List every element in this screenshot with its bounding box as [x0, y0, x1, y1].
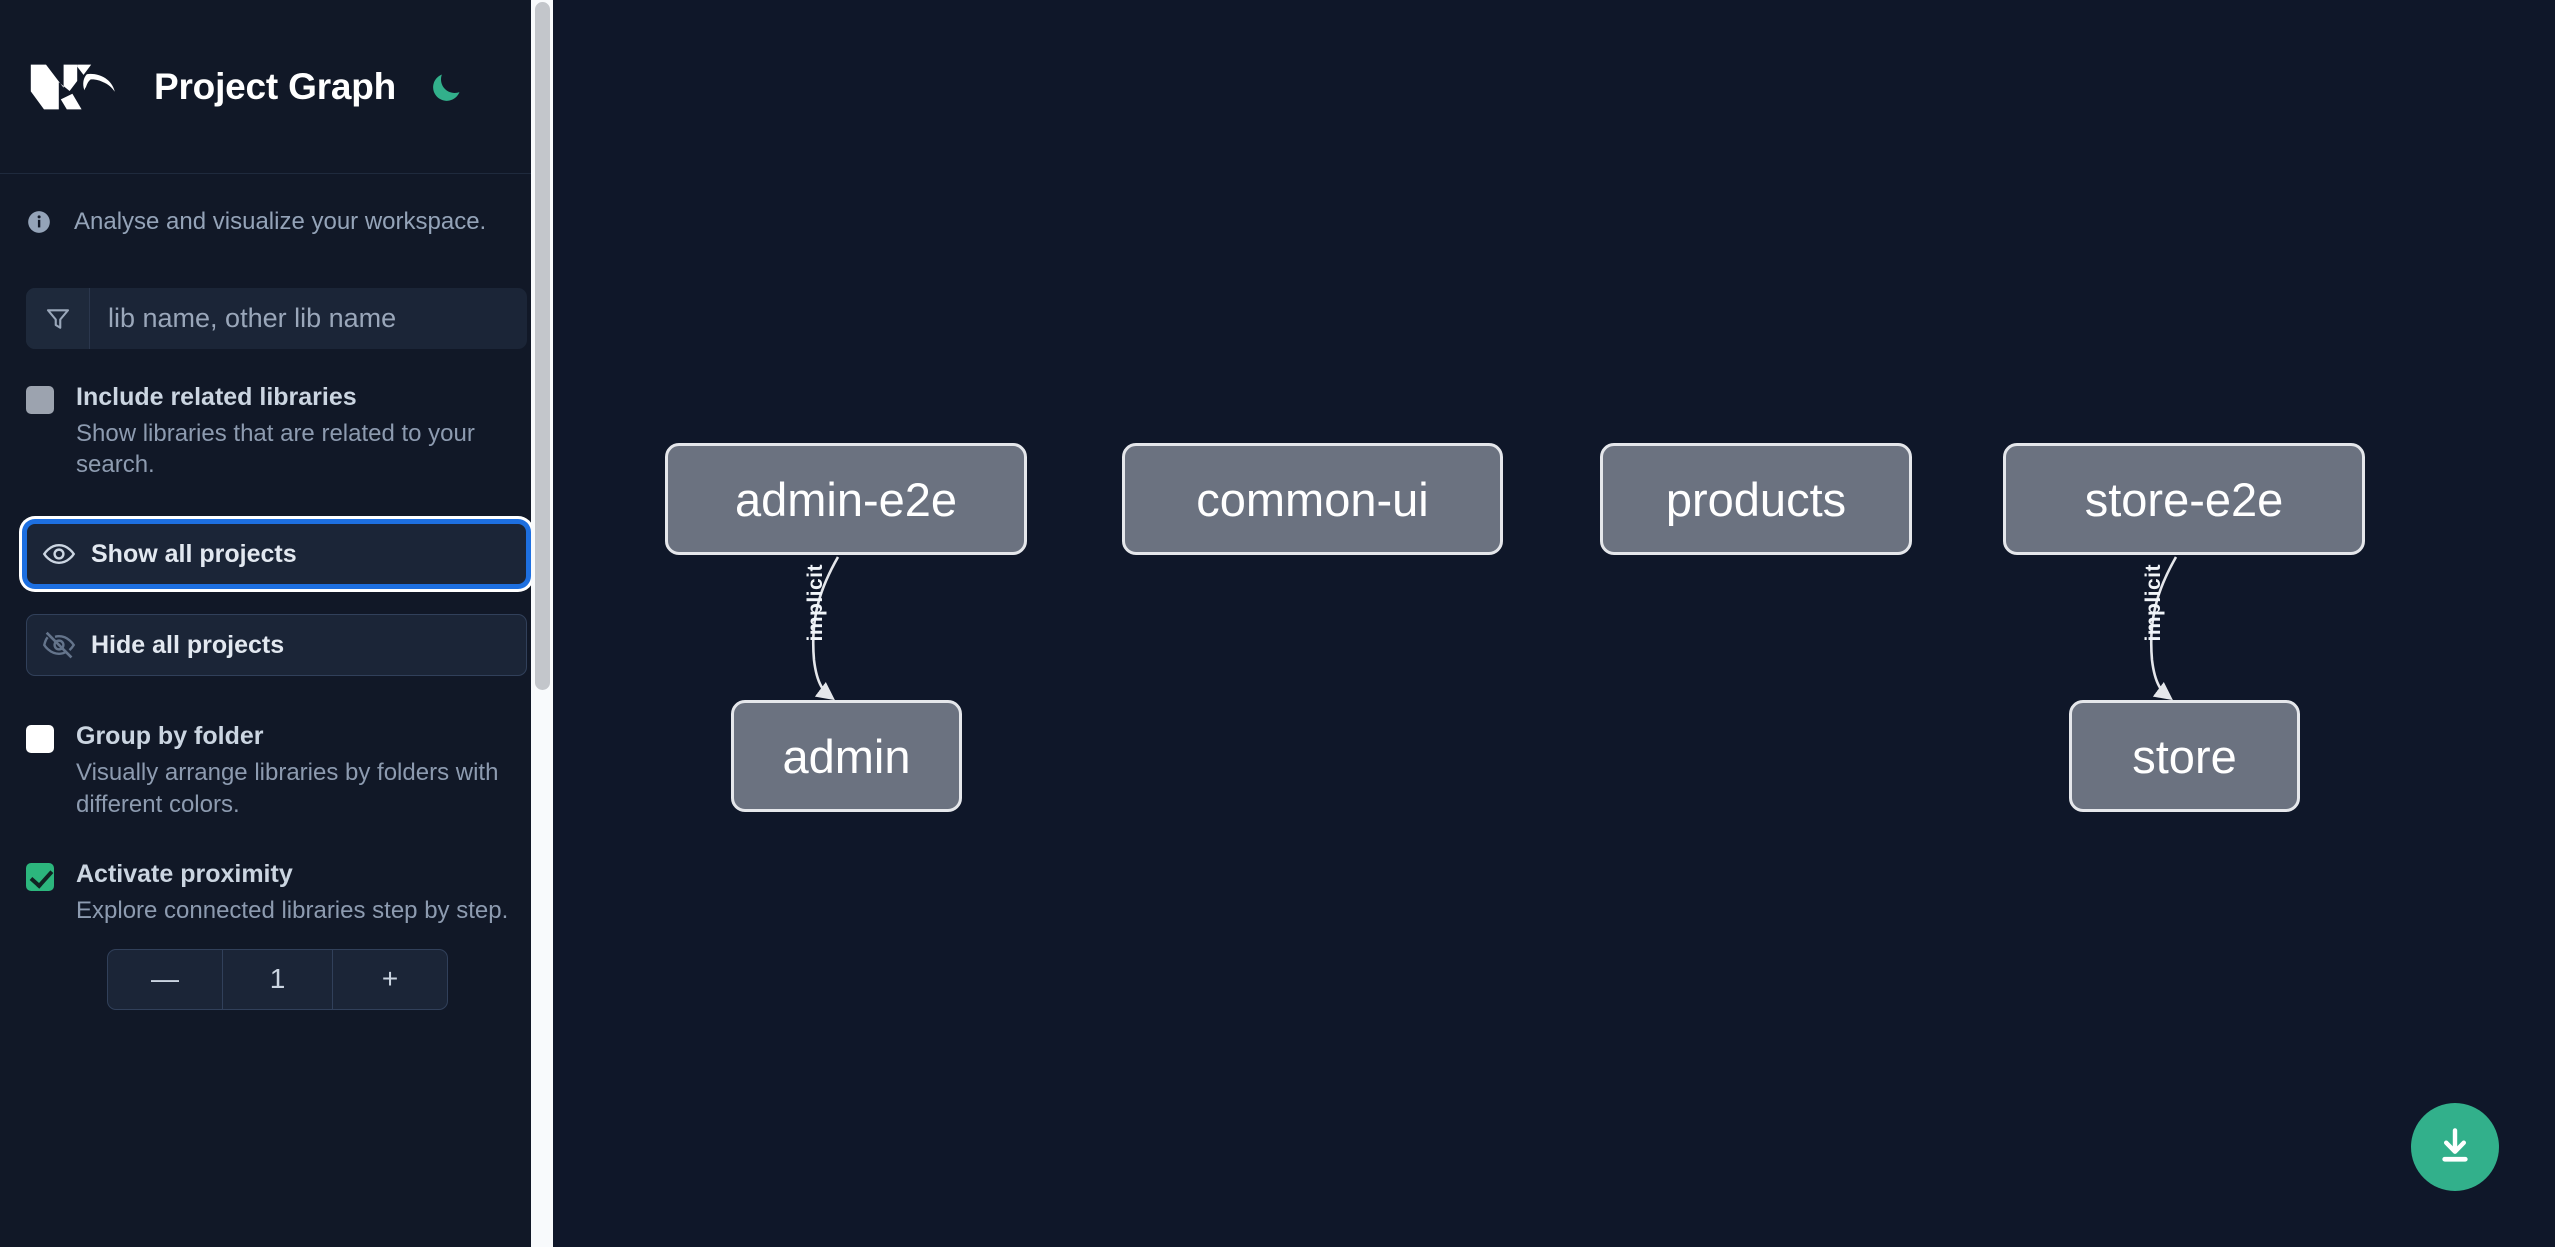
group-by-folder-description: Visually arrange libraries by folders wi…: [76, 758, 499, 818]
moon-icon[interactable]: [424, 65, 468, 109]
search-filter-box[interactable]: [26, 288, 527, 349]
filter-funnel-icon: [26, 288, 90, 349]
group-by-folder-checkbox[interactable]: [26, 725, 54, 754]
hide-all-projects-button[interactable]: Hide all projects: [26, 614, 527, 677]
show-all-projects-button[interactable]: Show all projects: [26, 523, 527, 586]
graph-node-store-e2e[interactable]: store-e2e: [2003, 443, 2365, 555]
include-related-libraries-description: Show libraries that are related to your …: [76, 419, 475, 479]
graph-node-common-ui[interactable]: common-ui: [1122, 443, 1503, 555]
show-all-projects-label: Show all projects: [91, 539, 297, 568]
tagline-text: Analyse and visualize your workspace.: [74, 208, 487, 235]
proximity-decrement-button[interactable]: —: [151, 963, 179, 995]
proximity-increment-button[interactable]: +: [381, 963, 399, 995]
edge-store-e2e-to-store: [2149, 556, 2178, 701]
edge-label-implicit-admin: implicit: [804, 564, 827, 642]
option-include-related-libraries[interactable]: Include related libraries Show libraries…: [0, 383, 553, 481]
info-icon: [26, 209, 52, 235]
sidebar-scrollbar-track[interactable]: [531, 0, 553, 1247]
graph-node-admin-e2e[interactable]: admin-e2e: [665, 443, 1027, 555]
graph-node-admin[interactable]: admin: [731, 700, 962, 812]
sidebar: Project Graph Analyse and visualize your…: [0, 0, 553, 1247]
activate-proximity-label: Activate proximity: [76, 860, 293, 889]
graph-canvas[interactable]: implicit implicit admin-e2e common-ui pr…: [570, 0, 2555, 1247]
graph-node-store[interactable]: store: [2069, 700, 2300, 812]
proximity-stepper[interactable]: — 1 +: [107, 948, 448, 1010]
eye-icon: [27, 537, 91, 571]
include-related-libraries-checkbox[interactable]: [26, 386, 54, 414]
edge-admin-e2e-to-admin: [811, 556, 840, 701]
graph-node-products[interactable]: products: [1600, 443, 1912, 555]
tagline-row: Analyse and visualize your workspace.: [0, 174, 553, 270]
option-group-by-folder[interactable]: Group by folder Visually arrange librari…: [0, 722, 553, 820]
nx-logo-icon: [30, 64, 115, 109]
activate-proximity-checkbox[interactable]: [26, 863, 54, 892]
download-icon: [2433, 1124, 2477, 1171]
hide-all-projects-label: Hide all projects: [91, 630, 285, 659]
page-title: Project Graph: [154, 65, 397, 107]
edge-label-implicit-store: implicit: [2142, 564, 2165, 642]
activate-proximity-description: Explore connected libraries step by step…: [76, 896, 509, 924]
download-graph-button[interactable]: [2411, 1103, 2499, 1191]
sidebar-scrollbar-thumb[interactable]: [535, 2, 550, 690]
graph-edges: [811, 556, 2178, 701]
option-activate-proximity[interactable]: Activate proximity Explore connected lib…: [0, 860, 553, 926]
search-input[interactable]: [90, 288, 527, 349]
group-by-folder-label: Group by folder: [76, 722, 264, 751]
filter-row: [0, 288, 553, 349]
eye-off-icon: [27, 628, 91, 662]
proximity-value: 1: [222, 949, 333, 1009]
sidebar-header: Project Graph: [0, 0, 553, 174]
include-related-libraries-label: Include related libraries: [76, 383, 357, 411]
